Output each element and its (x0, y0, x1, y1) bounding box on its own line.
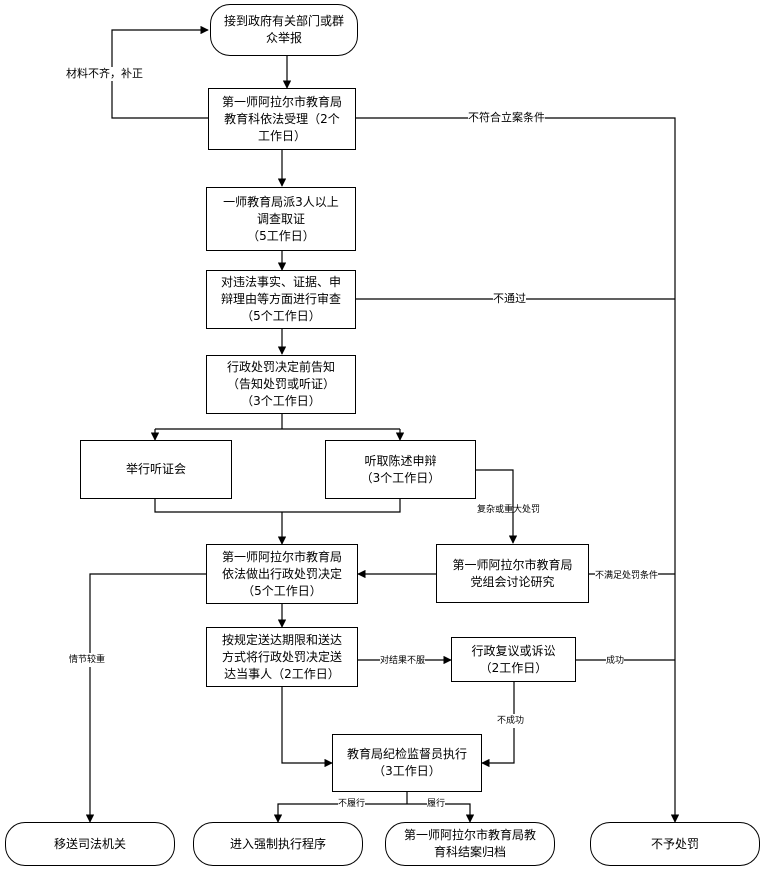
connector-complex (476, 469, 518, 544)
label-complex: 复杂或重大处罚 (477, 505, 541, 515)
node-appeal: 行政复议或诉讼 （2工作日） (451, 637, 576, 682)
node-hearing: 举行听证会 (80, 440, 232, 499)
connector-serious (85, 573, 206, 823)
node-notice: 行政处罚决定前告知 （告知处罚或听证） （3个工作日） (206, 355, 356, 414)
label-disagree: 对结果不服 (380, 654, 426, 668)
node-accept: 第一师阿拉尔市教育局 教育科依法受理（2个 工作日） (208, 88, 356, 150)
node-decision: 第一师阿拉尔市教育局 依法做出行政处罚决定 （5个工作日） (206, 544, 358, 604)
node-start: 接到政府有关部门或群 众举报 (210, 4, 358, 56)
connector-fail (481, 682, 515, 768)
connector-not-qualified (356, 117, 680, 823)
label-not-perform: 不履行 (338, 797, 366, 811)
connector-deliver-execute (281, 687, 333, 768)
node-committee: 第一师阿拉尔市教育局 党组会讨论研究 (436, 544, 589, 603)
node-deliver: 按规定送达期限和送达 方式将行政处罚决定送 达当事人（2工作日） (206, 627, 358, 687)
label-perform: 履行 (427, 797, 446, 811)
node-statement: 听取陈述申辩 （3个工作日） (325, 440, 476, 499)
node-investigate: 一师教育局派3人以上 调查取证 （5工作日） (206, 187, 356, 251)
label-not-passed: 不通过 (493, 292, 526, 306)
label-incomplete: 材料不齐，补正 (66, 67, 143, 81)
node-no-penalty: 不予处罚 (590, 822, 760, 866)
node-review: 对违法事实、证据、申 辩理由等方面进行审查 （5个工作日） (206, 270, 356, 329)
label-not-qualified: 不符合立案条件 (468, 111, 545, 125)
label-not-meet: 不满足处罚条件 (595, 569, 659, 583)
node-enforce: 进入强制执行程序 (193, 822, 363, 866)
connector-merge (154, 499, 401, 513)
label-serious: 情节较重 (69, 653, 106, 667)
label-fail: 不成功 (497, 714, 525, 728)
node-archive: 第一师阿拉尔市教育局教 育科结案归档 (385, 822, 555, 866)
label-success: 成功 (606, 654, 625, 668)
node-judicial: 移送司法机关 (5, 822, 175, 866)
node-execute: 教育局纪检监督员执行 （3工作日） (332, 734, 482, 792)
